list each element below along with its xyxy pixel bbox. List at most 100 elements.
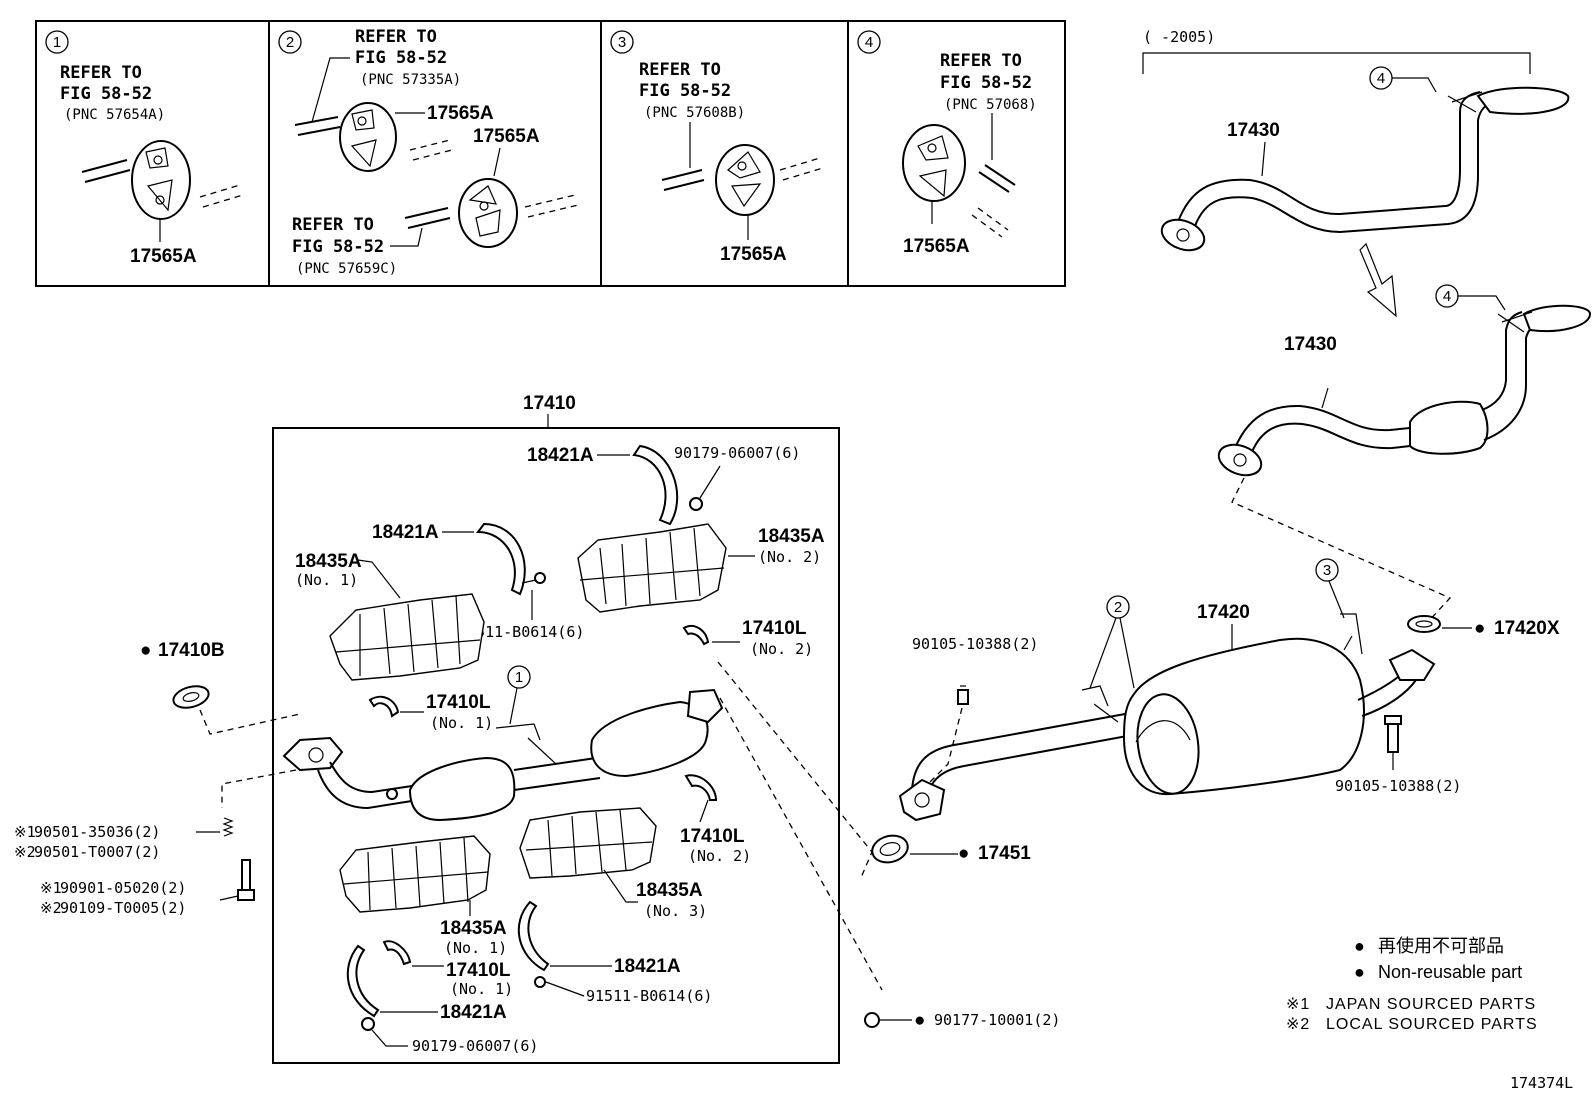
nut-90177-icon	[864, 1012, 880, 1028]
inset-4-circle	[857, 30, 881, 54]
part-18421A-mid: 18421A	[372, 522, 439, 543]
callout-4-number: 4	[1377, 70, 1385, 87]
part-18435A-no1-bot: 18435A	[440, 918, 507, 939]
mark-1-b: ※1	[40, 879, 62, 897]
inset-2-pnc: (PNC 57335A)	[360, 72, 461, 88]
legend-dot-2: ●	[1354, 962, 1365, 982]
inset-3-pnc: (PNC 57608B)	[644, 105, 745, 121]
bracket-18421A-icon	[632, 444, 679, 526]
inset-2-number: 2	[286, 34, 294, 51]
nut-icon	[361, 1017, 375, 1031]
part-90109-T0005: 90109-T0005(2)	[60, 899, 186, 917]
muffler-assembly-17420: 17420 2 3 90105-10388(2)	[864, 558, 1560, 1031]
inset-3-number: 3	[618, 34, 626, 51]
part-18421A-top: 18421A	[527, 445, 594, 466]
tailpipe-section-late: 4 17430	[1217, 284, 1592, 625]
part-17410B: 17410B	[158, 640, 225, 661]
callout-2-number: 2	[1114, 599, 1122, 616]
dot-mark: ●	[140, 640, 151, 661]
callout-2-circle	[1106, 595, 1130, 619]
connection-dashed-line-2	[719, 697, 883, 991]
inset-4-part: 17565A	[903, 236, 970, 257]
part-17430-early: 17430	[1227, 120, 1280, 141]
arrow-down-icon	[1359, 242, 1397, 318]
part-17410L-no1-mid: 17410L	[426, 692, 491, 713]
converter-assembly-17410: 17410 18421A 90179-06007(6) 18421A 91511…	[272, 393, 840, 1064]
spring-90501-icon	[222, 817, 234, 837]
inset-4-fig: FIG 58-52	[940, 73, 1032, 93]
part-90179-06007-bot: 90179-06007(6)	[412, 1037, 538, 1055]
part-90179-06007-top: 90179-06007(6)	[674, 444, 800, 462]
bracket-18421A-icon	[517, 900, 550, 972]
nut-icon	[689, 497, 703, 511]
inset-3-circle	[610, 30, 634, 54]
inset-panel	[35, 20, 1066, 287]
clamp-17410L-icon	[684, 774, 718, 801]
inset-2-refer: REFER TO	[355, 27, 437, 47]
inset-1-part: 17565A	[130, 246, 197, 267]
part-18435A-no1: 18435A	[295, 551, 362, 572]
part-91511-B0614-top: 91511-B0614(6)	[458, 623, 584, 641]
part-17410L-no1-bot-sub: (No. 1)	[450, 980, 513, 998]
part-91511-B0614-bot: 91511-B0614(6)	[586, 987, 712, 1005]
part-18421A-bot: 18421A	[614, 956, 681, 977]
callout-3-circle	[1315, 558, 1339, 582]
callout-4b-number: 4	[1443, 288, 1451, 305]
part-90177: 90177-10001(2)	[934, 1011, 1060, 1029]
inset-1-pnc: (PNC 57654A)	[64, 107, 165, 123]
inset-1-circle	[45, 30, 69, 54]
year-range-label: ( -2005)	[1143, 28, 1215, 46]
gasket-17451-icon	[871, 834, 909, 864]
clamp-17410L-icon	[368, 695, 400, 718]
callout-3-number: 3	[1323, 562, 1331, 579]
heat-insulator-18435A-icon	[519, 807, 657, 879]
part-18421A-bottom: 18421A	[440, 1002, 507, 1023]
heat-insulator-18435A-icon	[577, 523, 727, 613]
inset-3: 3 REFER TO FIG 58-52 (PNC 57608B) 17565A	[610, 30, 824, 265]
inset-2-pnc2: (PNC 57659C)	[296, 261, 397, 277]
part-18435A-no3: 18435A	[636, 880, 703, 901]
clamp-17410L-icon	[682, 624, 710, 646]
bolt-90105-icon	[957, 685, 969, 705]
heat-insulator-18435A-icon	[329, 593, 485, 681]
inset-1-number: 1	[53, 34, 61, 51]
inset-1-refer: REFER TO	[60, 63, 142, 83]
callout-1-number: 1	[515, 669, 523, 686]
front-flange-hardware: ● 17410B ※1 90501-35036(2) ※2 90501-T000…	[14, 640, 301, 917]
dot-mark: ●	[1474, 618, 1485, 639]
part-17420: 17420	[1197, 602, 1250, 623]
gasket-17410B-icon	[172, 685, 210, 709]
bolt-90105-icon	[1384, 715, 1402, 753]
muffler-17420-icon	[898, 613, 1436, 822]
part-17410L-no2-bot: 17410L	[680, 826, 745, 847]
inset-2: 2 REFER TO FIG 58-52 (PNC 57335A) 17565A…	[278, 27, 579, 277]
dot-mark: ●	[914, 1010, 925, 1031]
bolt-icon	[534, 976, 546, 988]
legend-mark-2: ※2	[1286, 1016, 1310, 1033]
hanger-17565A-icon	[339, 102, 397, 172]
part-17410L-no1-mid-sub: (No. 1)	[430, 714, 493, 732]
tailpipe-section-early: ( -2005) 4 17430	[1142, 28, 1570, 318]
bolt-icon	[534, 572, 546, 584]
inset-2-fig: FIG 58-52	[355, 48, 447, 68]
inset-1-fig: FIG 58-52	[60, 84, 152, 104]
heat-insulator-18435A-icon	[339, 835, 491, 913]
legend-jp: 再使用不可部品	[1378, 936, 1504, 956]
inset-2-refer2: REFER TO	[292, 215, 374, 235]
dot-mark: ●	[958, 843, 969, 864]
part-17410L-no2-bot-sub: (No. 2)	[688, 847, 751, 865]
bolt-90901-icon	[237, 859, 255, 901]
part-17430-late: 17430	[1284, 334, 1337, 355]
part-17420X: 17420X	[1494, 618, 1560, 639]
callout-1-circle	[507, 665, 531, 689]
inset-4-number: 4	[865, 34, 873, 51]
gasket-17420X-icon	[1407, 615, 1441, 633]
legend-japan: JAPAN SOURCED PARTS	[1326, 996, 1536, 1013]
part-90105-left: 90105-10388(2)	[912, 635, 1038, 653]
part-17410: 17410	[523, 393, 576, 414]
part-17410L-no2-top-sub: (No. 2)	[750, 640, 813, 658]
inset-2-part2: 17565A	[473, 126, 540, 147]
inset-4: 4 REFER TO FIG 58-52 (PNC 57068) 17565A	[857, 30, 1037, 257]
figure-id: 174374L	[1510, 1074, 1573, 1092]
